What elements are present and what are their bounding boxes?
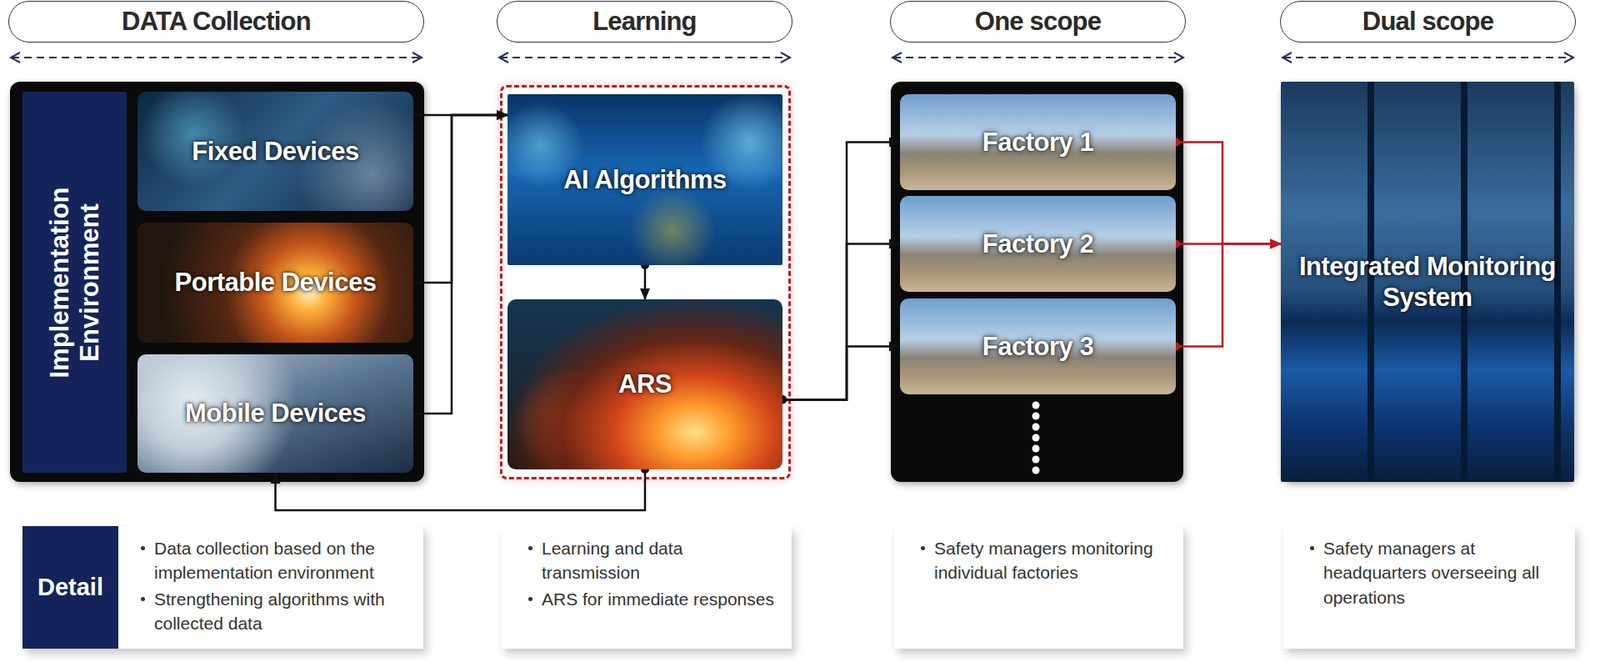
detail-text: Detail [37,570,104,605]
factory-tile: Factory 3 [900,298,1176,395]
detail-box: Learning and data transmissionARS for im… [501,525,792,649]
detail-box: Safety managers monitoring individual fa… [894,525,1184,649]
node-label: Factory 2 [982,228,1094,260]
continuation-dots [1032,401,1040,475]
response-tile: ARS [507,299,783,470]
detail-text: Safety managers monitoring individual fa… [919,535,1177,585]
span-head [10,52,20,63]
stage-header: One scope [890,0,1186,43]
dot [1032,401,1040,410]
factory-tile: Factory 2 [900,195,1176,292]
span-head [1564,52,1574,63]
node-label: DATA Collection [121,6,311,37]
node-label: Fixed Devices [191,135,359,167]
node-label: Implementation Environment [45,149,105,416]
algorithm-tile: AI Algorithms [507,94,783,265]
flow-connector [1175,243,1281,346]
stage-header: Learning [496,0,793,43]
span-head [499,52,509,63]
flow-connector [413,115,508,283]
node-label: Factory 3 [982,330,1094,362]
node-label: ARS [618,368,672,400]
span-line [893,56,1183,59]
node-label: Learning [592,6,697,37]
stage-header: DATA Collection [8,0,425,43]
span-line [500,56,790,59]
flow-connector [1175,142,1281,245]
node-label: Dual scope [1362,6,1494,37]
flow-connector [782,346,900,400]
node-label: Factory 1 [982,126,1094,158]
dot [1032,455,1040,464]
dot [1032,466,1040,475]
node-label: Portable Devices [175,266,377,298]
node-label: Integrated Monitoring System [1290,250,1565,313]
detail-box: Data collection based on the implementat… [22,525,424,649]
span-head [412,52,422,63]
device-tile: Mobile Devices [137,354,414,473]
detail-text: Learning and data transmission [526,535,785,585]
detail-label: Detail [22,525,119,649]
detail-text: Safety managers at headquarters overseei… [1308,535,1569,610]
span-line [11,56,421,59]
stage-header: Dual scope [1280,0,1576,43]
detail-text: ARS for immediate responses [526,586,785,611]
dot [1032,434,1040,442]
flow-connector [275,469,646,510]
flow-connector [782,142,900,400]
detail-text: Data collection based on the implementat… [139,535,417,585]
node-label: One scope [975,6,1101,37]
environment-band: Implementation Environment [22,91,127,473]
detail-text: Strengthening algorithms with collected … [139,586,417,636]
span-head [780,52,790,63]
span-line [1283,56,1573,59]
dot [1032,445,1040,453]
flow-connector [644,265,647,300]
device-tile: Fixed Devices [137,91,414,211]
header-span-arrows [10,52,1574,63]
flow-connector [782,244,900,400]
span-head [1174,52,1184,63]
factory-tile: Factory 1 [900,94,1176,190]
span-head [892,52,902,63]
flow-connector [413,115,508,414]
node-label: Mobile Devices [185,397,366,429]
device-tile: Portable Devices [137,222,414,343]
dot [1032,423,1040,431]
node-label: AI Algorithms [563,164,727,195]
detail-box: Safety managers at headquarters overseei… [1283,525,1575,649]
dot [1032,412,1040,420]
span-head [1282,52,1292,63]
monitoring-tile: Integrated Monitoring System [1280,81,1575,482]
